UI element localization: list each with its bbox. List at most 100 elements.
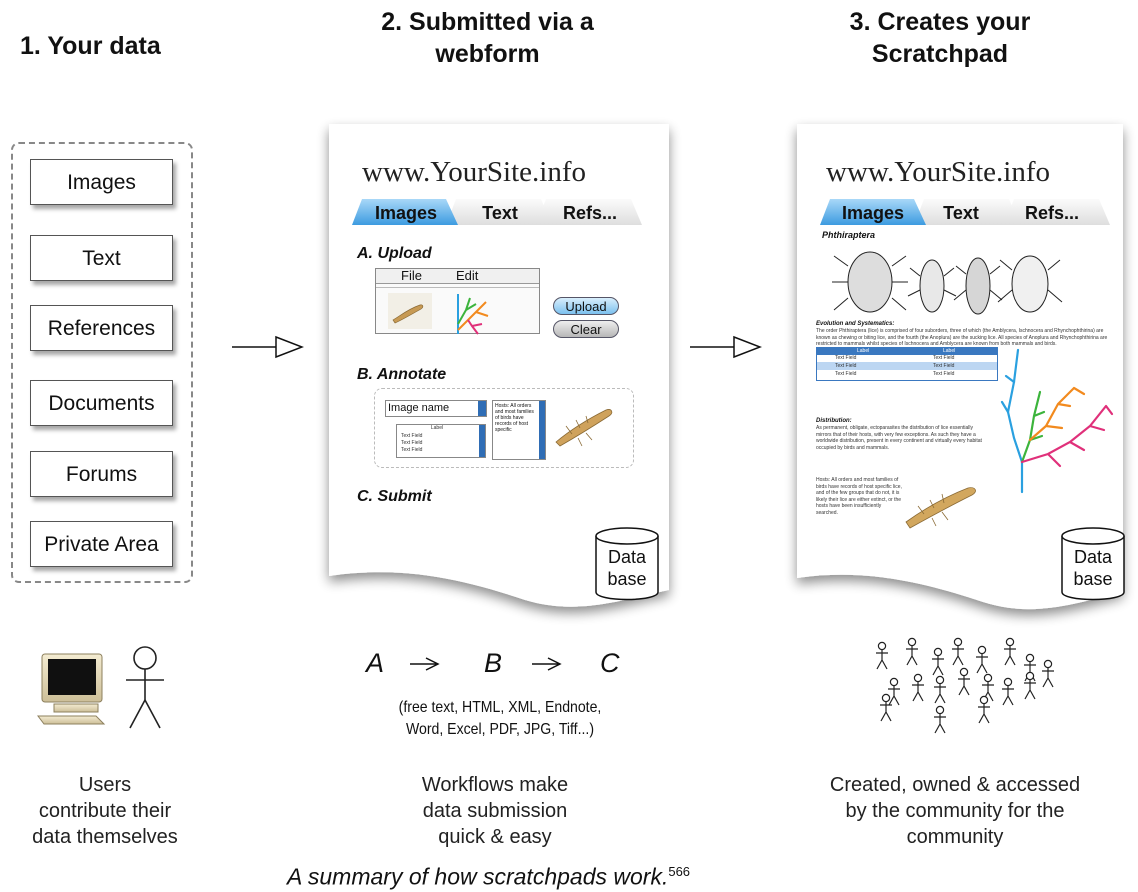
data-item-text: Text (30, 235, 173, 281)
image-name-field[interactable]: Image name (385, 400, 487, 417)
database-icon (1061, 527, 1125, 601)
webform-site-title: www.YourSite.info (362, 156, 586, 188)
workflow-step-a: A (366, 648, 385, 678)
arrow-right-icon (410, 657, 440, 671)
computer-icon (37, 653, 106, 725)
caption-line: data themselves (32, 826, 178, 848)
arrow-right-icon (532, 657, 562, 671)
scratchpad-table-cell: Text Field (835, 371, 857, 377)
data-item-forums: Forums (30, 451, 173, 497)
menu-edit[interactable]: Edit (456, 268, 479, 283)
phylogenetic-tree-icon (1000, 348, 1114, 494)
community-crowd-icon (875, 637, 1055, 734)
menu-divider (376, 287, 539, 288)
formats-line: Word, Excel, PDF, JPG, Tiff...) (405, 721, 595, 738)
figure-caption: A summary of how scratchpads work.566 (287, 857, 690, 892)
clear-button[interactable]: Clear (553, 320, 619, 338)
scratchpad-table: Label Label Text Field Text Field Text F… (816, 347, 998, 381)
caption-line: Workflows make (421, 774, 569, 796)
data-item-private-area: Private Area (30, 521, 173, 567)
scratchpad-site-title: www.YourSite.info (826, 156, 1050, 188)
image-name-stepper[interactable] (478, 401, 486, 416)
heading-creates-scratchpad: 3. Creates your Scratchpad (820, 6, 1060, 70)
annotate-table-row: Text Field (401, 433, 423, 439)
upload-section-label: A. Upload (357, 245, 432, 262)
webform-page-shape (329, 124, 669, 607)
caption-line: data submission (422, 800, 568, 822)
webform-tab-images[interactable]: Images (374, 203, 438, 223)
webform-tab-refs[interactable]: Refs... (562, 203, 618, 223)
heading-your-data-text: 1. Your data (20, 32, 161, 60)
webform-tab-bar (352, 199, 642, 225)
menu-file[interactable]: File (401, 268, 422, 283)
annotate-table: Label Text Field Text Field Text Field (396, 424, 486, 458)
louse-scratchpad-icon (905, 487, 976, 529)
workflow-formats: (free text, HTML, XML, Endnote, Word, Ex… (377, 697, 623, 741)
arrow-icon (232, 335, 304, 359)
data-item-images: Images (30, 159, 173, 205)
database-label: Data base (1062, 546, 1124, 590)
heading-line: Scratchpad (871, 40, 1009, 68)
webform-tab-text[interactable]: Text (482, 203, 518, 223)
annotate-table-row: Text Field (401, 447, 423, 453)
evolution-text: The order Phthiraptera (lice) is compris… (816, 328, 1108, 347)
figure-caption-text: A summary of how scratchpads work. (287, 863, 669, 890)
data-types-group (11, 142, 193, 583)
workflow-step-c: C (600, 648, 620, 678)
caption-line: community (906, 826, 1004, 848)
scratchpad-table-header-bg (817, 348, 997, 355)
caption-line: quick & easy (438, 826, 552, 848)
distribution-text: As permanent, obligate, ectoparasites th… (816, 425, 982, 451)
hosts-text: Hosts: All orders and most families of b… (816, 477, 902, 516)
scratchpad-tab-images[interactable]: Images (841, 203, 905, 223)
scratchpad-table-header: Label (857, 348, 870, 354)
annotate-notes[interactable]: Hosts: All orders and most families of b… (492, 400, 546, 460)
database-label-line: base (607, 569, 647, 589)
notes-scrollbar[interactable] (539, 401, 545, 459)
louse-thumbnail-icon (392, 304, 424, 324)
annotate-notes-text: Hosts: All orders and most families of b… (495, 403, 534, 433)
database-label: Data base (596, 546, 658, 590)
scratchpad-table-cell: Text Field (835, 363, 857, 369)
figure-caption-footnote: 566 (668, 864, 691, 879)
caption-workflows: Workflows make data submission quick & e… (370, 772, 620, 850)
scratchpad-tab-text[interactable]: Text (943, 203, 979, 223)
scratchpad-table-cell: Text Field (835, 355, 857, 361)
workflow-sequence: A B C (366, 648, 626, 680)
annotate-table-header: Label (430, 425, 444, 431)
scratchpad-table-cell: Text Field (933, 363, 955, 369)
distribution-heading: Distribution: (816, 418, 852, 424)
caption-line: Created, owned & accessed (829, 774, 1081, 796)
louse-annotate-icon (555, 409, 613, 447)
database-label-line: Data (1073, 547, 1113, 567)
scratchpad-tab-bar (820, 199, 1110, 225)
formats-line: (free text, HTML, XML, Endnote, (398, 699, 602, 716)
image-name-value: Image name (388, 402, 450, 414)
heading-line: 3. Creates your (849, 8, 1031, 36)
tree-thumbnail-icon (457, 294, 489, 335)
scratchpad-tab-refs[interactable]: Refs... (1024, 203, 1080, 223)
caption-community: Created, owned & accessed by the communi… (805, 772, 1105, 850)
data-item-references: References (30, 305, 173, 351)
caption-line: Users (78, 774, 132, 796)
caption-line: contribute their (38, 800, 172, 822)
taxon-title: Phthiraptera (822, 230, 876, 240)
scratchpad-table-cell: Text Field (933, 355, 955, 361)
annotate-table-scrollbar[interactable] (479, 425, 485, 457)
scratchpad-table-cell: Text Field (933, 371, 955, 377)
submit-section-label: C. Submit (357, 488, 432, 505)
upload-button[interactable]: Upload (553, 297, 619, 315)
workflow-step-b: B (484, 648, 503, 678)
evolution-heading: Evolution and Systematics: (816, 321, 895, 327)
annotate-section-label: B. Annotate (357, 366, 447, 383)
louse-illustrations (832, 251, 1063, 315)
heading-line: 2. Submitted via a (381, 8, 594, 36)
database-label-line: base (1073, 569, 1113, 589)
database-icon (595, 527, 659, 601)
caption-line: by the community for the (845, 800, 1065, 822)
upload-window-menubar (376, 269, 539, 284)
scratchpad-table-header: Label (943, 348, 956, 354)
scratchpad-table-row-bg (817, 362, 997, 370)
caption-users: Users contribute their data themselves (0, 772, 210, 850)
heading-submitted-webform: 2. Submitted via a webform (350, 6, 625, 70)
